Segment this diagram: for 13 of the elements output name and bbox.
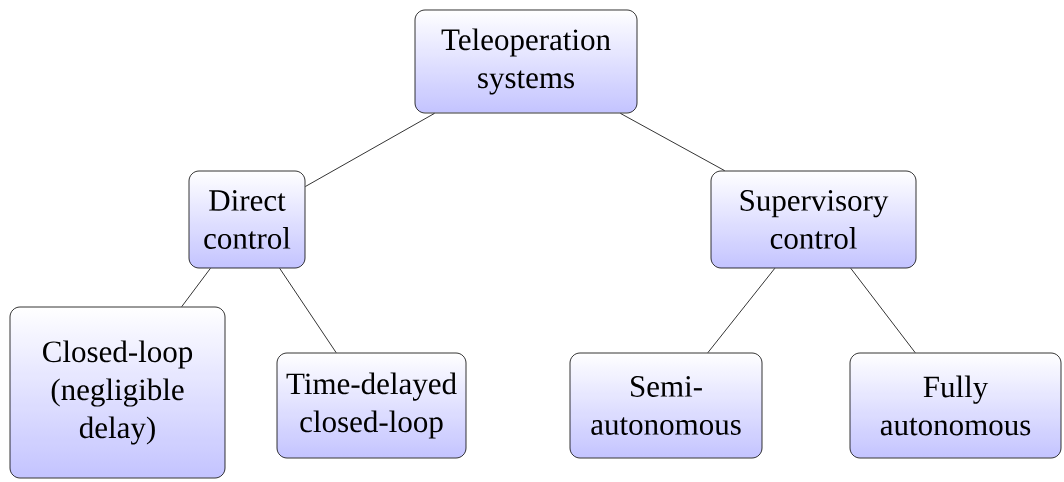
- connector-line: [181, 268, 211, 307]
- connector-line: [850, 268, 916, 353]
- category-box: Direct control: [188, 170, 306, 269]
- category-box: Semi-autonomous: [569, 352, 763, 459]
- category-box: Closed-loop (negligible delay): [9, 306, 226, 479]
- connector-line: [279, 268, 337, 353]
- category-box: Teleoperation systems: [414, 9, 638, 114]
- category-box: Time-delayed closed-loop: [276, 352, 467, 459]
- connector-line: [707, 268, 776, 353]
- category-box: Supervisory control: [710, 170, 917, 269]
- category-box: Fully autonomous: [849, 352, 1062, 459]
- connector-line: [305, 113, 435, 187]
- connector-line: [620, 113, 725, 171]
